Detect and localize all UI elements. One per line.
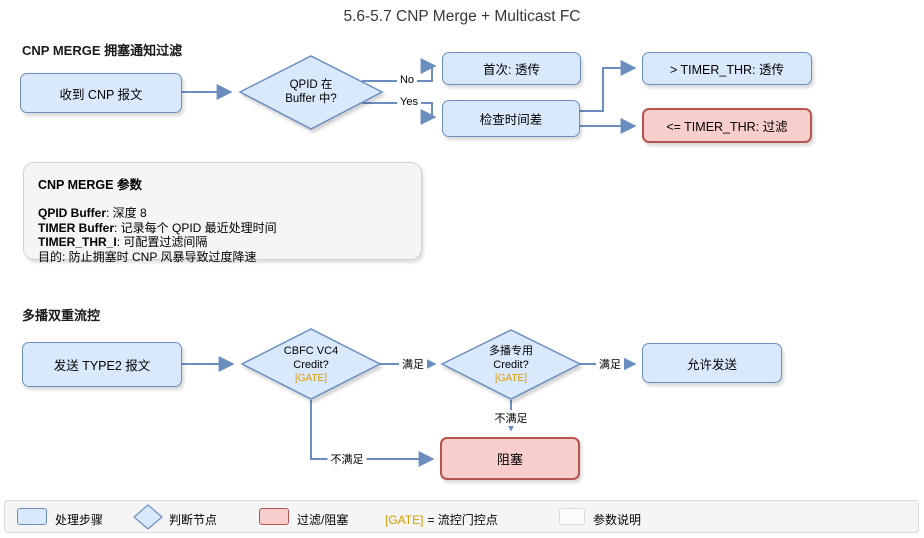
legend-decision-swatch [133,504,163,530]
legend-process-label: 处理步骤 [55,513,104,527]
decision-mc-gate-tag: [GATE] [494,373,528,384]
node-check-time-diff-label: 检查时间差 [479,113,543,127]
diagram-title: 5.6-5.7 CNP Merge + Multicast FC [343,8,581,25]
node-block: 阻塞 [440,437,580,480]
decision-multicast-credit: 多播专用 Credit? [GATE] [451,344,571,386]
decision-mc-line1: 多播专用 [489,345,533,357]
param-value-timer-thr: : 可配置过滤间隔 [116,235,208,250]
legend-gate-tag: [GATE] [385,513,424,527]
node-block-label: 阻塞 [496,452,523,467]
node-timer-thr-filter: <= TIMER_THR: 过滤 [642,108,812,143]
edge-label-no: No [396,74,418,86]
decision-multicast-credit-shape [440,329,582,400]
node-receive-cnp: 收到 CNP 报文 [20,73,182,113]
parameter-panel: CNP MERGE 参数 QPID Buffer: 深度 8 TIMER Buf… [23,162,422,264]
legend-bar: 处理步骤 判断节点 过滤/阻塞 [GATE]= 流控门控点 参数说明 [4,500,919,533]
node-send-type2: 发送 TYPE2 报文 [22,342,182,387]
decision-cbfc-line1: CBFC VC4 [283,345,339,357]
node-first-pass-label: 首次: 透传 [483,63,540,77]
decision-qpid-line2: Buffer 中? [285,93,337,105]
edge-label-fail1: 不满足 [327,451,367,467]
node-timer-thr-pass-label: > TIMER_THR: 透传 [669,63,785,77]
param-value-qpid-buffer: : 深度 8 [106,206,147,220]
node-check-time-diff: 检查时间差 [442,100,580,137]
edge-cbfc-to-block [310,400,435,467]
parameter-panel-title: CNP MERGE 参数 [38,178,142,192]
param-line-timer-buffer: TIMER Buffer: 记录每个 QPID 最近处理时间 [38,221,407,236]
decision-cbfc-credit-shape [240,328,382,400]
node-allow-send: 允许发送 [642,343,782,383]
node-timer-thr-pass: > TIMER_THR: 透传 [642,52,812,85]
decision-cbfc-line2: Credit? [293,359,329,371]
node-allow-send-label: 允许发送 [686,357,737,372]
edge-label-yes: Yes [397,96,421,108]
section1-heading: CNP MERGE 拥塞通知过滤 [22,43,183,58]
param-label-timer-buffer: TIMER Buffer [38,220,114,235]
legend-alert-swatch [259,508,289,525]
param-label-purpose: 目的 [38,249,63,264]
decision-cbfc-gate-tag: [GATE] [294,373,328,384]
param-line-timer-thr: TIMER_THR_I: 可配置过滤间隔 [38,235,407,250]
decision-qpid-in-buffer-shape [238,55,384,130]
edge-yes-to-check [362,102,437,125]
param-label-qpid-buffer: QPID Buffer [38,206,107,220]
param-line-purpose: 目的: 防止拥塞时 CNP 风暴导致过度降速 [38,250,407,265]
legend-gate-note: [GATE]= 流控门控点 [385,511,498,528]
param-line-qpid-buffer: QPID Buffer: 深度 8 [38,206,407,221]
legend-param-label: 参数说明 [593,513,642,527]
param-value-purpose: : 防止拥塞时 CNP 风暴导致过度降速 [62,249,257,264]
param-value-timer-buffer: : 记录每个 QPID 最近处理时间 [114,220,277,235]
node-timer-thr-filter-label: <= TIMER_THR: 过滤 [666,120,788,134]
legend-decision-label: 判断节点 [169,513,218,527]
decision-mc-line2: Credit? [493,359,529,371]
edge-label-fail2: 不满足 [491,410,531,426]
decision-qpid-line1: QPID 在 [289,79,333,91]
decision-cbfc-credit: CBFC VC4 Credit? [GATE] [251,344,371,386]
section2-heading: 多播双重流控 [22,308,101,323]
node-send-type2-label: 发送 TYPE2 报文 [53,359,151,373]
node-receive-cnp-label: 收到 CNP 报文 [59,87,143,102]
legend-param-swatch [559,508,585,525]
legend-gate-text: = 流控门控点 [427,513,498,527]
edge-label-ok2: 满足 [596,356,624,372]
legend-process-swatch [17,508,47,525]
legend-alert-label: 过滤/阻塞 [297,513,349,527]
edge-label-ok1: 满足 [399,356,427,372]
param-label-timer-thr: TIMER_THR_I [38,235,117,250]
node-first-pass: 首次: 透传 [442,52,581,85]
decision-qpid-in-buffer: QPID 在 Buffer 中? [251,78,371,106]
edge-check-to-pass [580,60,637,112]
